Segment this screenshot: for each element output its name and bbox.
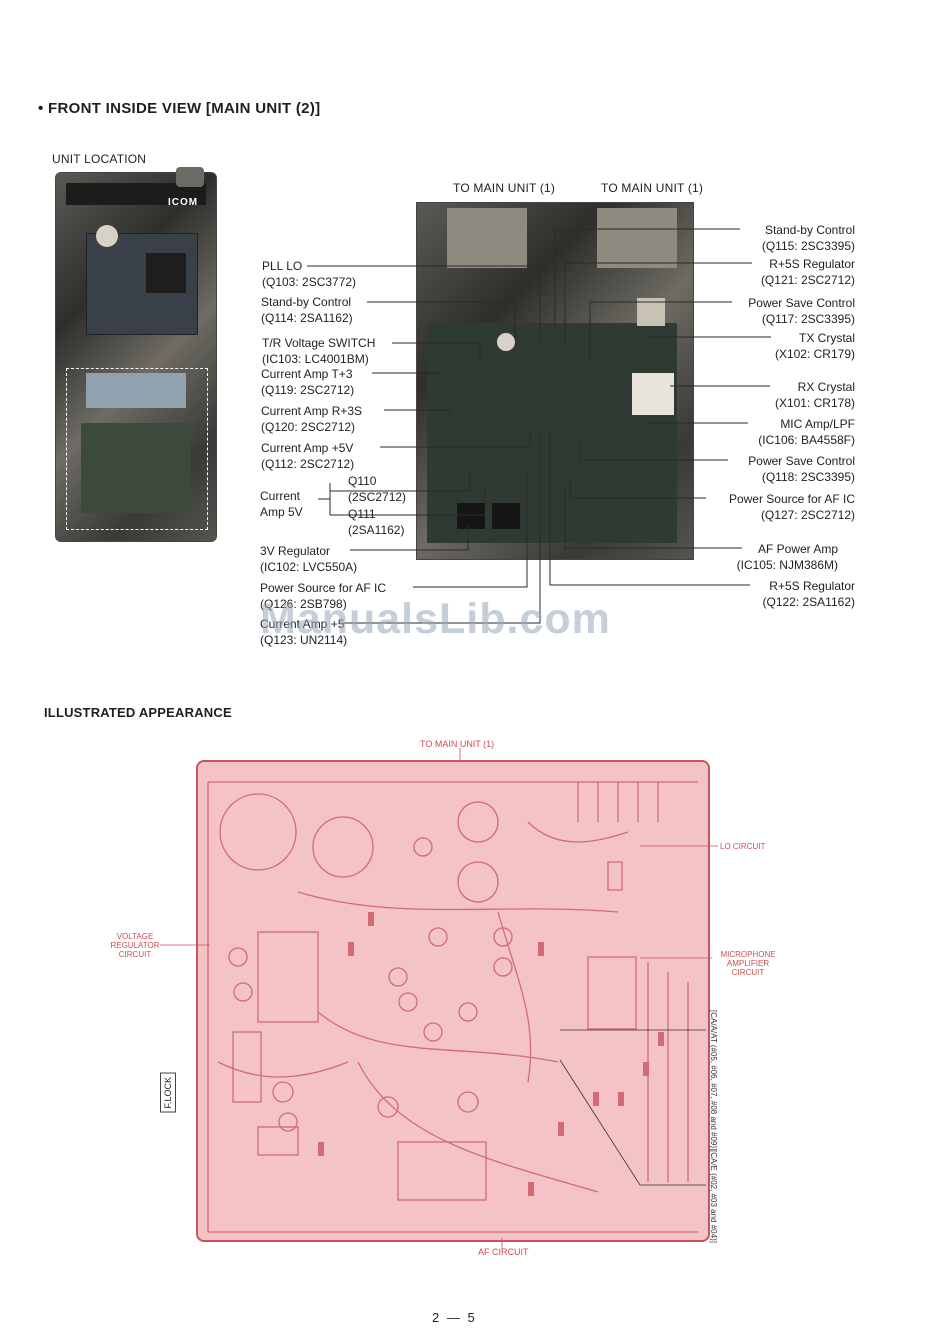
callout-current-amp-5v-group: Current Amp 5V [260, 489, 303, 519]
pcb-label-voltage-regulator: VOLTAGE REGULATOR CIRCUIT [110, 932, 160, 959]
to-main-unit-left: TO MAIN UNIT (1) [453, 181, 556, 195]
callout-q111: Q111 (2SA1162) [348, 507, 405, 537]
pcb-label-to-main-unit: TO MAIN UNIT (1) [420, 739, 495, 749]
callout-power-save-control-q118: Power Save Control (Q118: 2SC3395) [748, 454, 855, 484]
pcb-label-lo-circuit: LO CIRCUIT [720, 842, 766, 851]
callout-rx-crystal: RX Crystal (X101: CR178) [774, 380, 855, 410]
pcb-label-ic-a-at: [CA/A/AT (#05, #06, #07, #08 and #09)] [709, 1010, 718, 1151]
callout-power-save-control-q117: Power Save Control (Q117: 2SC3395) [748, 296, 855, 326]
callout-pll-lo: PLL LO (Q103: 2SC3772) [262, 259, 357, 289]
callout-current-amp-5v-q112: Current Amp +5V (Q112: 2SC2712) [261, 441, 355, 471]
callout-leader-lines [307, 228, 771, 624]
callout-3v-regulator: 3V Regulator (IC102: LVC550A) [260, 544, 358, 574]
pcb-label-af-circuit: AF CIRCUIT [478, 1247, 529, 1257]
callout-current-amp-t3: Current Amp T+3 (Q119: 2SC2712) [261, 367, 355, 397]
callout-r5s-regulator-q121: R+5S Regulator (Q121: 2SC2712) [760, 257, 855, 287]
pcb-label-microphone-amplifier: MICROPHONE AMPLIFIER CIRCUIT [720, 950, 776, 977]
pcb-label-ic-e: [CA/E (#02, #03 and #04)] [709, 1150, 718, 1243]
unit-location-label: UNIT LOCATION [52, 152, 147, 166]
callout-r5s-regulator-q122: R+5S Regulator (Q122: 2SA1162) [762, 579, 855, 609]
callout-af-power-amp: AF Power Amp (IC105: NJM386M) [736, 542, 838, 572]
icom-logo: ICOM [168, 197, 199, 208]
to-main-unit-right: TO MAIN UNIT (1) [601, 181, 704, 195]
callout-current-amp-q123: Current Amp +5 (Q123: UN2114) [260, 617, 348, 647]
callout-mic-amp-lpf: MIC Amp/LPF (IC106: BA4558F) [758, 417, 855, 447]
callout-standby-control-q115: Stand-by Control (Q115: 2SC3395) [761, 223, 855, 253]
callout-tr-voltage-switch: T/R Voltage SWITCH (IC103: LC4001BM) [262, 336, 376, 366]
callout-power-source-af-ic-q127: Power Source for AF IC (Q127: 2SC2712) [728, 492, 855, 522]
callout-q110: Q110 (2SC2712) [348, 474, 407, 504]
pcb-illustration [196, 760, 710, 1242]
illustrated-title: ILLUSTRATED APPEARANCE [44, 705, 232, 720]
unit-location-photo: ICOM [55, 167, 217, 542]
section-title: • FRONT INSIDE VIEW [MAIN UNIT (2)] [38, 100, 321, 117]
callout-power-source-af-ic-q126: Power Source for AF IC (Q126: 2SB798) [260, 581, 387, 611]
callout-current-amp-r3s: Current Amp R+3S (Q120: 2SC2712) [261, 404, 363, 434]
page-number: 2 — 5 [432, 1310, 477, 1325]
pcb-traces [207, 781, 698, 1233]
callout-tx-crystal: TX Crystal (X102: CR179) [774, 331, 855, 361]
callout-standby-control-q114: Stand-by Control (Q114: 2SA1162) [261, 295, 353, 325]
watermark: ManualsLib.com [260, 595, 611, 643]
